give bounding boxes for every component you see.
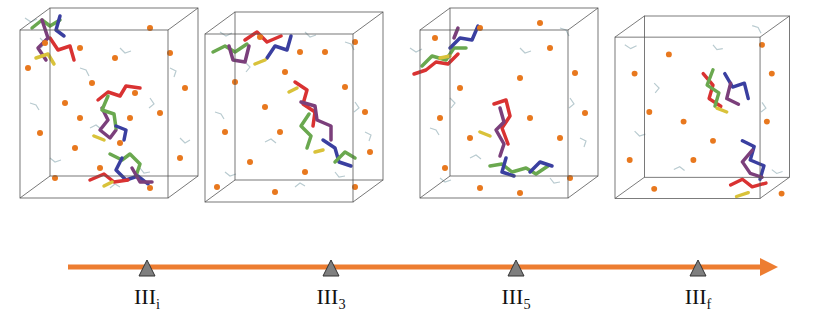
peptide-chains	[414, 26, 552, 176]
stage-label: III5	[501, 286, 530, 311]
simulation-box	[205, 12, 383, 202]
ion-dots	[214, 34, 373, 195]
timeline-arrow	[68, 258, 778, 276]
peptide-chains	[213, 32, 355, 166]
stage-subscript: 3	[338, 296, 345, 312]
ion-dots	[627, 42, 785, 197]
stage-label: IIIf	[685, 286, 712, 311]
timeline-markers	[139, 260, 706, 276]
stage-subscript: f	[707, 296, 712, 312]
water-molecules	[215, 32, 371, 187]
stage-numeral: III	[316, 284, 338, 309]
water-molecules	[410, 28, 586, 183]
water-molecules	[625, 26, 783, 174]
simulation-box	[410, 8, 598, 198]
simulation-box	[615, 16, 789, 198]
stage-numeral: III	[134, 284, 156, 309]
stage-numeral: III	[685, 284, 707, 309]
stage-numeral: III	[501, 284, 523, 309]
ion-dots	[25, 25, 188, 191]
stage-subscript: i	[156, 296, 160, 312]
ion-dots	[432, 20, 588, 196]
stage-label: IIIi	[134, 286, 160, 311]
stage-subscript: 5	[523, 296, 530, 312]
stage-label: III3	[316, 286, 345, 311]
simulation-box	[20, 8, 198, 198]
